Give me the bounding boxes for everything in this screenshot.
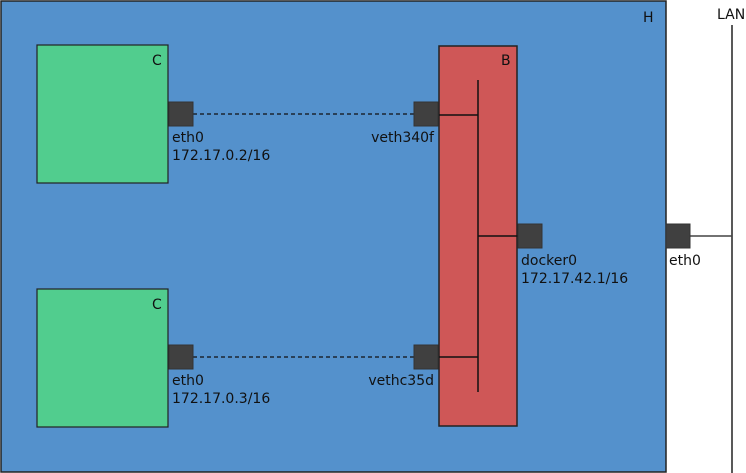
container-box-1 [36, 44, 169, 184]
vethc35d-port [413, 344, 439, 370]
container-label-2: C [152, 297, 162, 313]
lan-label: LAN [717, 7, 745, 23]
veth-2-label: vethc35d [368, 373, 434, 389]
container-box-2 [36, 288, 169, 428]
host-eth0-label: eth0 [669, 253, 701, 269]
docker0-name: docker0 [521, 253, 577, 269]
container-1-iface-name: eth0 [172, 130, 204, 146]
container-2-eth0-port [168, 344, 194, 370]
container-1-eth0-port [168, 101, 194, 127]
bridge-label: B [501, 53, 511, 69]
docker0-port [517, 223, 543, 249]
docker0-ip: 172.17.42.1/16 [521, 271, 628, 287]
container-2-iface-name: eth0 [172, 373, 204, 389]
host-eth0-port [665, 223, 691, 249]
container-1-iface-ip: 172.17.0.2/16 [172, 148, 270, 164]
container-label-1: C [152, 53, 162, 69]
veth340f-port [413, 101, 439, 127]
veth-1-label: veth340f [371, 130, 435, 146]
container-2-iface-ip: 172.17.0.3/16 [172, 391, 270, 407]
host-label: H [643, 10, 654, 26]
